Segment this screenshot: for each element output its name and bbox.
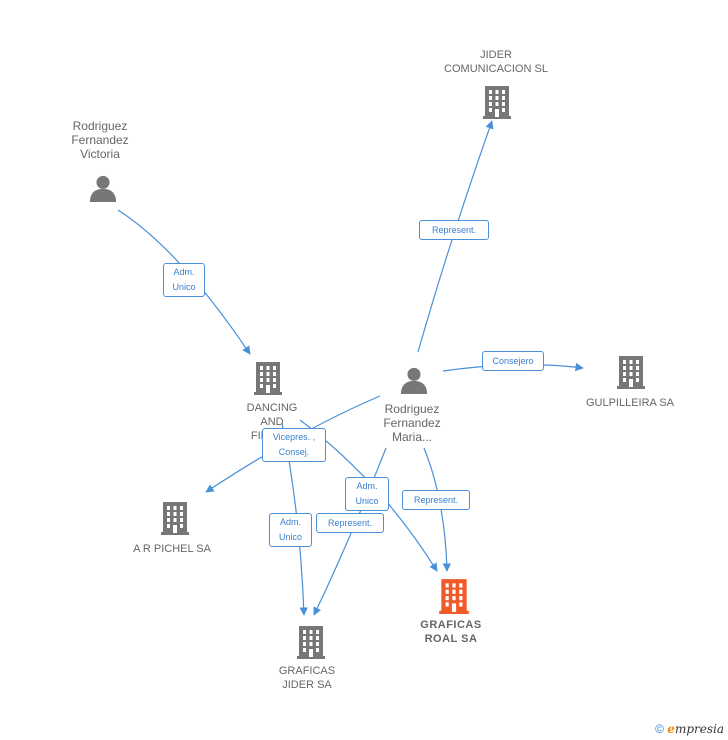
edge-label-adm-unico: Adm. Unico: [269, 513, 312, 547]
edge-label-adm-unico: Adm. Unico: [345, 477, 389, 511]
node-label-graficas-roal[interactable]: GRAFICAS ROAL SA: [420, 619, 482, 645]
node-label-graficas-jider[interactable]: GRAFICAS JIDER SA: [278, 665, 336, 691]
footer-branding: © empresia: [655, 722, 724, 736]
edge-label-represent: Represent.: [402, 490, 470, 510]
node-label-rodriguez-victoria[interactable]: Rodriguez Fernandez Victoria: [71, 119, 129, 161]
person-icon[interactable]: [400, 367, 428, 394]
person-icon[interactable]: [89, 175, 117, 202]
building-icon[interactable]: [439, 579, 469, 614]
copyright-icon: ©: [655, 722, 664, 736]
edge-maria-graficas-jider: [313, 447, 387, 616]
edge-label-adm-unico: Adm. Unico: [163, 263, 205, 297]
edge-label-vicepres-consej: Vicepres. , Consej.: [262, 428, 326, 462]
node-label-rodriguez-maria[interactable]: Rodriguez Fernandez Maria...: [383, 402, 441, 444]
edge-label-represent: Represent.: [316, 513, 384, 533]
edge-label-represent: Represent.: [419, 220, 489, 240]
node-label-jider-comunicacion[interactable]: JIDER COMUNICACION SL: [444, 49, 548, 75]
building-icon[interactable]: [617, 356, 645, 389]
edge-label-consejero: Consejero: [482, 351, 544, 371]
building-icon[interactable]: [161, 502, 189, 535]
building-icon[interactable]: [297, 626, 325, 659]
node-label-ar-pichel[interactable]: A R PICHEL SA: [133, 543, 211, 555]
brand-logo[interactable]: empresia: [667, 722, 724, 736]
node-label-gulpilleira[interactable]: GULPILLEIRA SA: [585, 397, 675, 409]
building-icon[interactable]: [483, 86, 511, 119]
building-icon[interactable]: [254, 362, 282, 395]
